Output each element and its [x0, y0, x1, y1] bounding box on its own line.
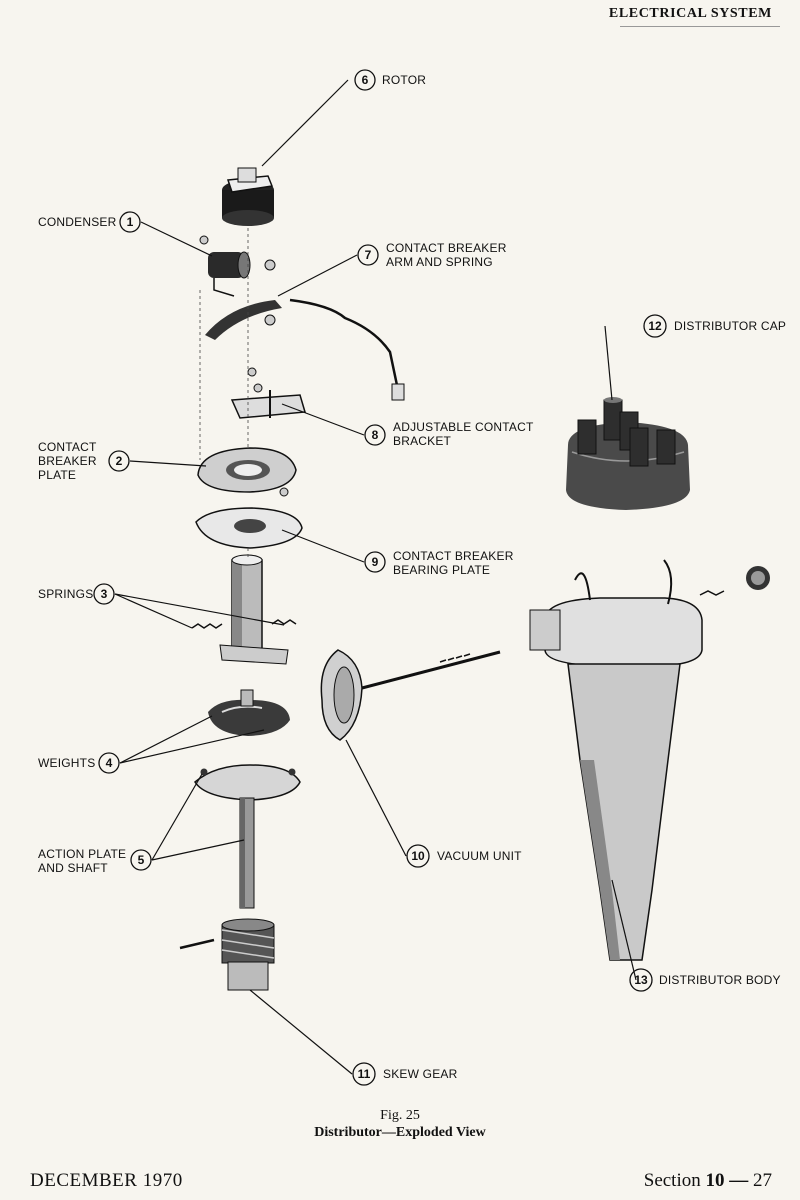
callout-5: ACTION PLATE AND SHAFT 5 [38, 847, 152, 875]
callout-label-line: BREAKER [38, 454, 97, 468]
callout-1: CONDENSER 1 [38, 211, 141, 233]
callout-label-line: PLATE [38, 468, 76, 482]
cam-and-springs-part [191, 554, 297, 665]
contact-breaker-arm-part [205, 259, 405, 401]
distributor-exploded-diagram: 6 ROTOR CONDENSER 1 7 CONTACT BREAKER AR… [38, 69, 786, 1086]
rotor-part [222, 167, 274, 226]
action-plate-and-shaft-part [194, 764, 301, 909]
callout-label-line: CONTACT [38, 440, 97, 454]
leader-lines [114, 79, 637, 1075]
callout-9: 9 CONTACT BREAKER BEARING PLATE [364, 549, 514, 577]
callout-number: 13 [634, 973, 648, 987]
callout-label-condenser: CONDENSER [38, 215, 117, 229]
assembly-guide-lines [199, 228, 249, 560]
callout-label-skew-gear: SKEW GEAR [383, 1067, 458, 1081]
callout-10: 10 VACUUM UNIT [406, 844, 522, 868]
callout-label-weights: WEIGHTS [38, 756, 95, 770]
callout-13: 13 DISTRIBUTOR BODY [629, 968, 781, 992]
footer-section-number: 10 [705, 1170, 725, 1191]
weights-part [208, 689, 290, 736]
distributor-cap-part [566, 397, 690, 510]
callout-label-line: CONTACT BREAKER [386, 241, 507, 255]
callout-label-line: ACTION PLATE [38, 847, 126, 861]
callout-label-rotor: ROTOR [382, 73, 426, 87]
callout-label-vacuum-unit: VACUUM UNIT [437, 849, 522, 863]
footer-page-number: 27 [753, 1170, 772, 1191]
callout-number: 9 [372, 555, 379, 569]
callout-11: 11 SKEW GEAR [352, 1062, 458, 1086]
skew-gear-part [179, 918, 275, 991]
callout-label-distributor-cap: DISTRIBUTOR CAP [674, 319, 786, 333]
callout-3: SPRINGS 3 [38, 583, 115, 605]
callout-4: WEIGHTS 4 [38, 752, 120, 774]
vacuum-unit-part [320, 649, 501, 741]
callout-label-distributor-body: DISTRIBUTOR BODY [659, 973, 781, 987]
callout-12: 12 DISTRIBUTOR CAP [643, 314, 786, 338]
callout-number: 4 [106, 756, 113, 770]
callout-number: 11 [358, 1067, 371, 1081]
callout-number: 10 [411, 849, 425, 863]
figure-number: Fig. 25 [380, 1108, 420, 1123]
footer-section-prefix: Section [643, 1170, 701, 1191]
callout-number: 8 [372, 428, 379, 442]
callout-8: 8 ADJUSTABLE CONTACT BRACKET [364, 420, 534, 448]
callout-number: 7 [365, 248, 372, 262]
callout-number: 12 [648, 319, 662, 333]
distributor-body-part [529, 559, 770, 961]
header-rule [620, 26, 780, 27]
callout-label-line: AND SHAFT [38, 861, 108, 875]
callout-label-line: ADJUSTABLE CONTACT [393, 420, 534, 434]
callout-label-springs: SPRINGS [38, 587, 93, 601]
callout-number: 2 [116, 454, 123, 468]
footer-date: DECEMBER 1970 [30, 1170, 183, 1191]
callout-label-line: CONTACT BREAKER [393, 549, 514, 563]
callout-label-line: BRACKET [393, 434, 452, 448]
condenser-part [199, 235, 251, 297]
section-header: ELECTRICAL SYSTEM [608, 6, 772, 21]
callout-number: 5 [138, 853, 145, 867]
callout-number: 3 [101, 587, 108, 601]
contact-breaker-plate-part [197, 447, 297, 493]
callout-2: CONTACT BREAKER PLATE 2 [38, 440, 130, 482]
adjustable-contact-bracket-part [230, 367, 306, 419]
callout-label-line: BEARING PLATE [393, 563, 490, 577]
figure-title: Distributor—Exploded View [314, 1125, 486, 1140]
callout-label-line: ARM AND SPRING [386, 255, 493, 269]
callout-7: 7 CONTACT BREAKER ARM AND SPRING [357, 241, 507, 269]
contact-breaker-bearing-plate-part [195, 487, 303, 549]
callout-number: 1 [127, 215, 134, 229]
figure-caption: Fig. 25 Distributor—Exploded View [0, 1107, 800, 1141]
footer-page-ref: Section 10 — 27 [644, 1170, 772, 1192]
callout-number: 6 [362, 73, 369, 87]
callout-6: 6 ROTOR [354, 69, 426, 91]
footer-page-separator: — [729, 1170, 749, 1191]
